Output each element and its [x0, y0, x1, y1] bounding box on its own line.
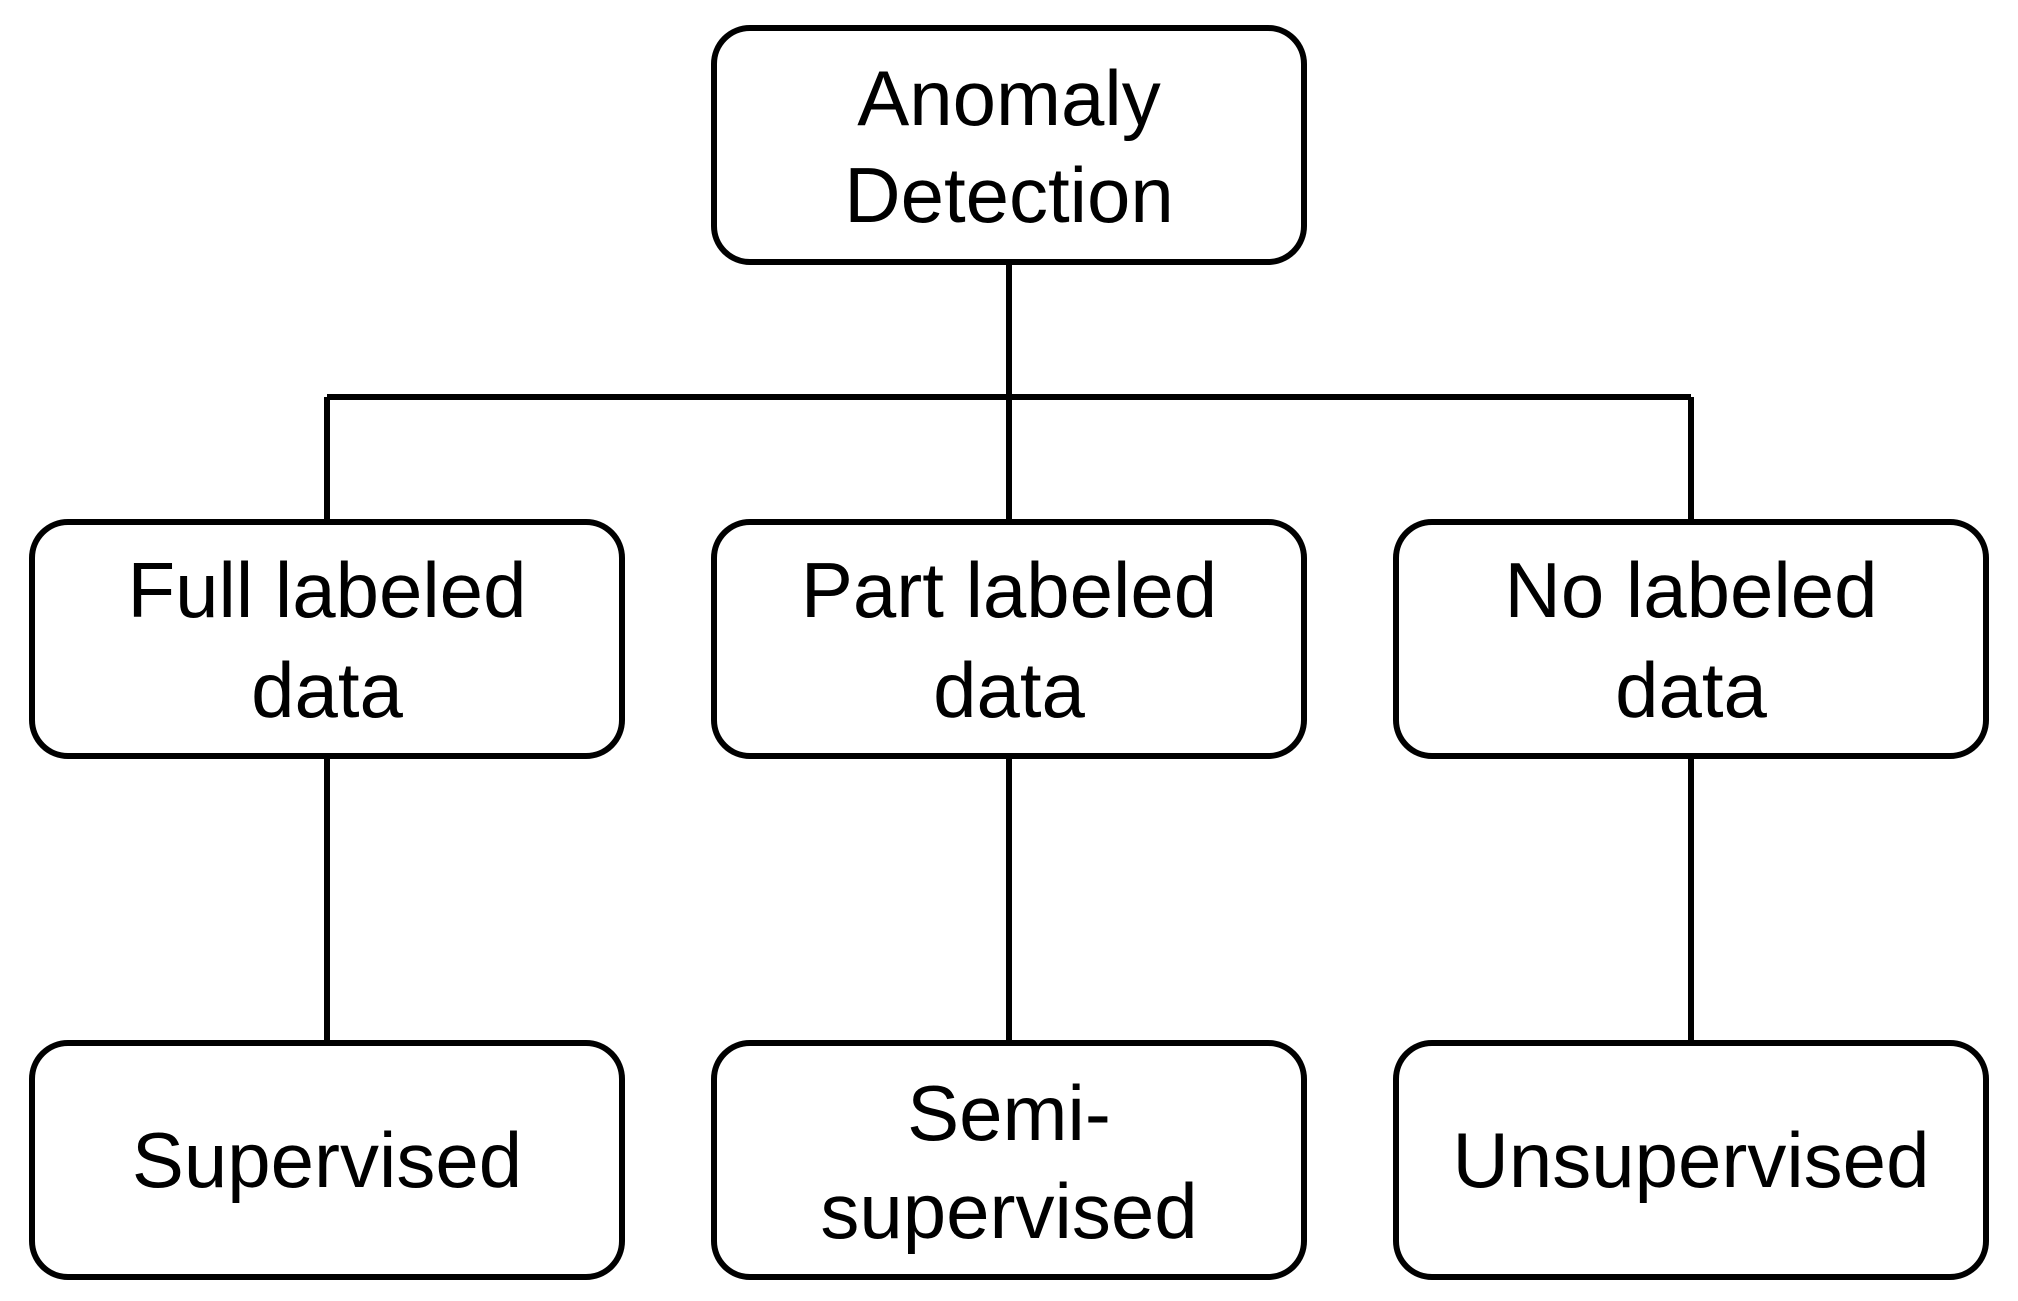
- node-label-line2: Detection: [844, 151, 1174, 239]
- node-box: [29, 1040, 625, 1280]
- node-label-line2: data: [933, 646, 1085, 734]
- node-supervised: Supervised: [29, 1040, 625, 1280]
- node-label-line2: data: [251, 646, 403, 734]
- node-label-line1: Supervised: [132, 1116, 522, 1204]
- node-full-labeled-data: Full labeled data: [29, 519, 625, 759]
- node-anomaly-detection: Anomaly Detection: [711, 25, 1307, 265]
- node-label-line1: Part labeled: [801, 546, 1217, 634]
- node-label-line2: supervised: [820, 1167, 1197, 1255]
- node-unsupervised: Unsupervised: [1393, 1040, 1989, 1280]
- node-label-line1: Semi-: [907, 1069, 1111, 1157]
- connectors: [324, 262, 1694, 1043]
- node-label-line2: data: [1615, 646, 1767, 734]
- node-box: [711, 25, 1307, 265]
- node-label-line1: Unsupervised: [1453, 1116, 1930, 1204]
- node-box: [29, 519, 625, 759]
- node-label-line1: Full labeled: [128, 546, 527, 634]
- node-label-line1: Anomaly: [857, 54, 1160, 142]
- node-label-line1: No labeled: [1505, 546, 1878, 634]
- node-box: [711, 519, 1307, 759]
- node-semi-supervised: Semi- supervised: [711, 1040, 1307, 1280]
- node-box: [711, 1040, 1307, 1280]
- node-box: [1393, 1040, 1989, 1280]
- node-part-labeled-data: Part labeled data: [711, 519, 1307, 759]
- node-box: [1393, 519, 1989, 759]
- node-no-labeled-data: No labeled data: [1393, 519, 1989, 759]
